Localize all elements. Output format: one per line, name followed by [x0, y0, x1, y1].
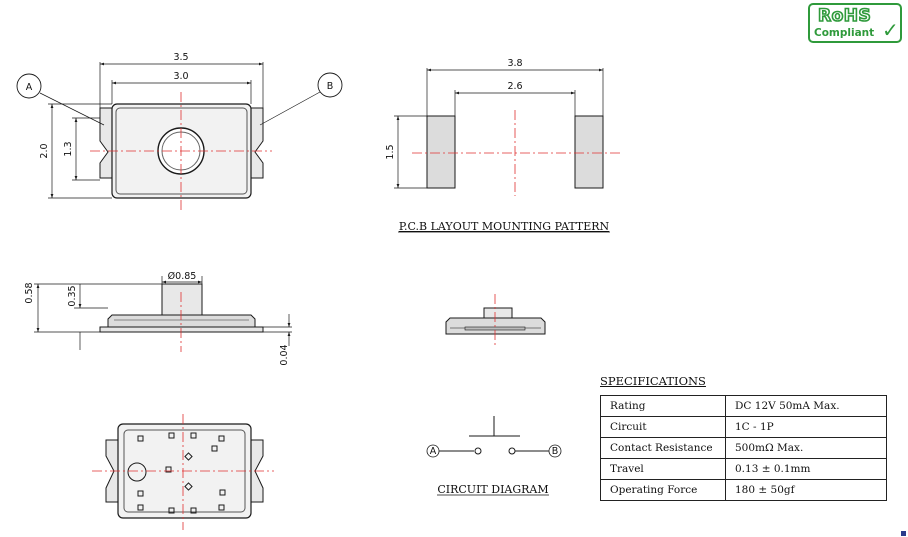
spec-key: Travel [600, 458, 726, 480]
table-row: Circuit 1C - 1P [600, 416, 887, 438]
rohs-subtitle: Compliant [814, 27, 875, 39]
dim-top-width-outer: 3.5 [173, 52, 188, 63]
pcb-layout [394, 68, 620, 196]
dim-side-actuator-diameter: Ø0.85 [168, 271, 197, 282]
spec-key: Operating Force [600, 479, 726, 501]
dim-top-height-inner: 1.3 [63, 141, 74, 156]
side-body [107, 314, 256, 328]
circuit-terminal-b [548, 444, 562, 458]
side-view [34, 276, 292, 352]
callout-b [317, 72, 343, 98]
rohs-title: RoHS [817, 5, 872, 27]
spec-key: Rating [600, 395, 726, 417]
table-row: Travel 0.13 ± 0.1mm [600, 458, 887, 480]
spec-key: Contact Resistance [600, 437, 726, 459]
dim-side-base-thickness: 0.04 [279, 344, 290, 365]
dim-side-total-height: 0.58 [24, 282, 35, 303]
check-icon: ✓ [882, 18, 899, 42]
dim-pcb-width-inner: 2.6 [507, 81, 522, 92]
dim-pcb-height: 1.5 [385, 144, 396, 159]
table-row: Operating Force 180 ± 50gf [600, 479, 887, 501]
pcb-pad-left [426, 115, 456, 189]
rohs-badge: RoHS Compliant ✓ [808, 3, 902, 43]
dim-pcb-width-outer: 3.8 [507, 58, 522, 69]
spec-value: 180 ± 50gf [725, 479, 887, 501]
dim-top-width-inner: 3.0 [173, 71, 188, 82]
top-view [16, 62, 343, 210]
bottom-view [92, 414, 274, 530]
specifications-title: SPECIFICATIONS [600, 374, 706, 388]
spec-value: 1C - 1P [725, 416, 887, 438]
pcb-layout-label: P.C.B LAYOUT MOUNTING PATTERN [399, 220, 610, 233]
table-row: Contact Resistance 500mΩ Max. [600, 437, 887, 459]
side-base [99, 326, 264, 333]
spec-value: DC 12V 50mA Max. [725, 395, 887, 417]
callout-a [16, 73, 42, 99]
spec-value: 0.13 ± 0.1mm [725, 458, 887, 480]
circuit-terminal-b-label: B [552, 446, 559, 457]
circuit-diagram [426, 416, 562, 458]
specifications-table: Rating DC 12V 50mA Max. Circuit 1C - 1P … [600, 395, 887, 501]
spec-value: 500mΩ Max. [725, 437, 887, 459]
front-view [445, 294, 546, 348]
circuit-diagram-label: CIRCUIT DIAGRAM [437, 483, 548, 496]
callout-a-label: A [26, 82, 33, 93]
spec-key: Circuit [600, 416, 726, 438]
corner-marker [901, 531, 906, 536]
side-actuator [161, 283, 203, 316]
table-row: Rating DC 12V 50mA Max. [600, 395, 887, 417]
dim-side-body-height: 0.35 [67, 285, 78, 306]
dim-top-height: 2.0 [39, 143, 50, 158]
pcb-pad-right [574, 115, 604, 189]
circuit-terminal-a-label: A [430, 446, 437, 457]
callout-b-label: B [327, 81, 334, 92]
